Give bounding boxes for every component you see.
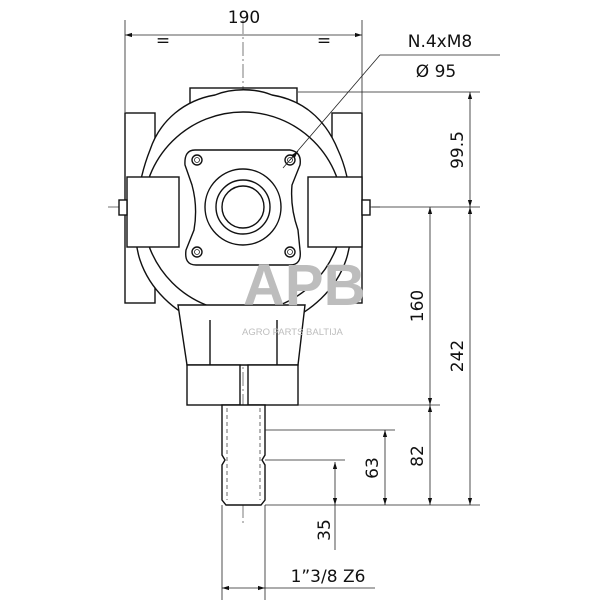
dimension-160: 160 bbox=[408, 207, 433, 405]
svg-text:=: = bbox=[156, 31, 170, 51]
svg-text:N.4xM8: N.4xM8 bbox=[408, 32, 472, 52]
svg-text:242: 242 bbox=[448, 340, 468, 372]
dimension-242: 242 bbox=[448, 207, 473, 505]
dimension-99-5: 99.5 bbox=[448, 92, 473, 207]
svg-text:APB: APB bbox=[243, 253, 365, 318]
watermark-logo: APB AGRO PARTS BALTIJA bbox=[242, 253, 365, 338]
dimension-63: 63 bbox=[363, 430, 388, 505]
dimension-shaft-spec: 1”3/8 Z6 bbox=[221, 505, 375, 600]
svg-text:1”3/8 Z6: 1”3/8 Z6 bbox=[291, 567, 366, 587]
dimension-35: 35 bbox=[315, 462, 338, 550]
svg-text:82: 82 bbox=[408, 445, 428, 467]
svg-text:99.5: 99.5 bbox=[448, 131, 468, 169]
svg-text:35: 35 bbox=[315, 519, 335, 541]
svg-text:AGRO PARTS BALTIJA: AGRO PARTS BALTIJA bbox=[242, 327, 343, 338]
bolt-callout: N.4xM8 Ø 95 bbox=[282, 32, 500, 169]
svg-text:190: 190 bbox=[228, 8, 260, 28]
gearbox-housing bbox=[118, 87, 371, 506]
dimension-190: 190 = = bbox=[124, 8, 363, 112]
svg-text:63: 63 bbox=[363, 457, 383, 479]
bolt-holes bbox=[191, 154, 296, 258]
dimension-82: 82 bbox=[408, 405, 433, 505]
svg-text:160: 160 bbox=[408, 290, 428, 322]
svg-text:Ø 95: Ø 95 bbox=[416, 62, 456, 82]
output-shaft bbox=[221, 404, 266, 506]
svg-text:=: = bbox=[317, 31, 331, 51]
